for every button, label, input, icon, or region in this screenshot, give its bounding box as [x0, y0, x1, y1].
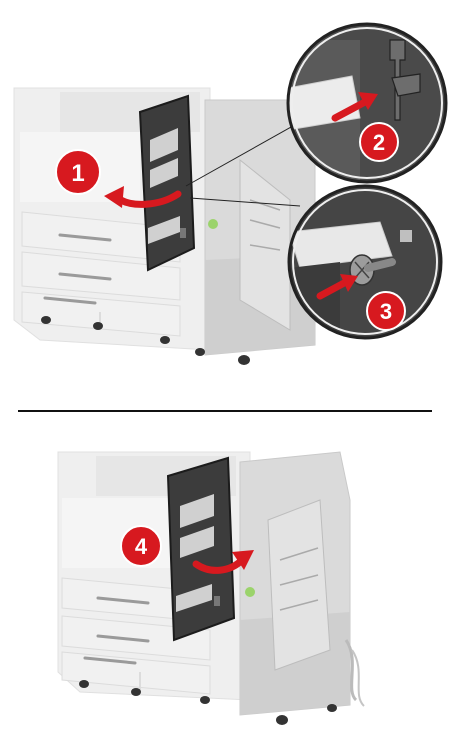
green-knob: [208, 219, 218, 229]
step-2-number: 2: [373, 130, 385, 155]
paper-tray: [21, 211, 181, 263]
paper-tray: [21, 291, 181, 337]
zoom-callout-screw: [287, 184, 443, 340]
step-3-number: 3: [380, 299, 392, 324]
green-knob: [245, 587, 255, 597]
finisher-door: [138, 94, 196, 272]
paper-tray: [61, 651, 211, 695]
top-panel: 1 2: [13, 22, 448, 365]
bottom-panel: 4: [57, 451, 365, 725]
step-1-badge: 1: [55, 149, 101, 195]
finisher-unit: [239, 451, 365, 725]
straight-arrow-icon: [316, 274, 358, 300]
finisher-door: [166, 456, 236, 642]
step-4-number: 4: [135, 534, 148, 559]
step-2-badge: 2: [359, 122, 399, 162]
curved-arrow-left-icon: [104, 186, 182, 208]
straight-arrow-icon: [331, 92, 378, 122]
curved-arrow-right-icon: [192, 550, 254, 574]
step-3-badge: 3: [366, 291, 406, 331]
paper-tray: [21, 251, 181, 301]
hinge-bracket-icon: [389, 39, 421, 121]
step-4-badge: 4: [120, 525, 162, 567]
step-1-number: 1: [71, 160, 84, 187]
